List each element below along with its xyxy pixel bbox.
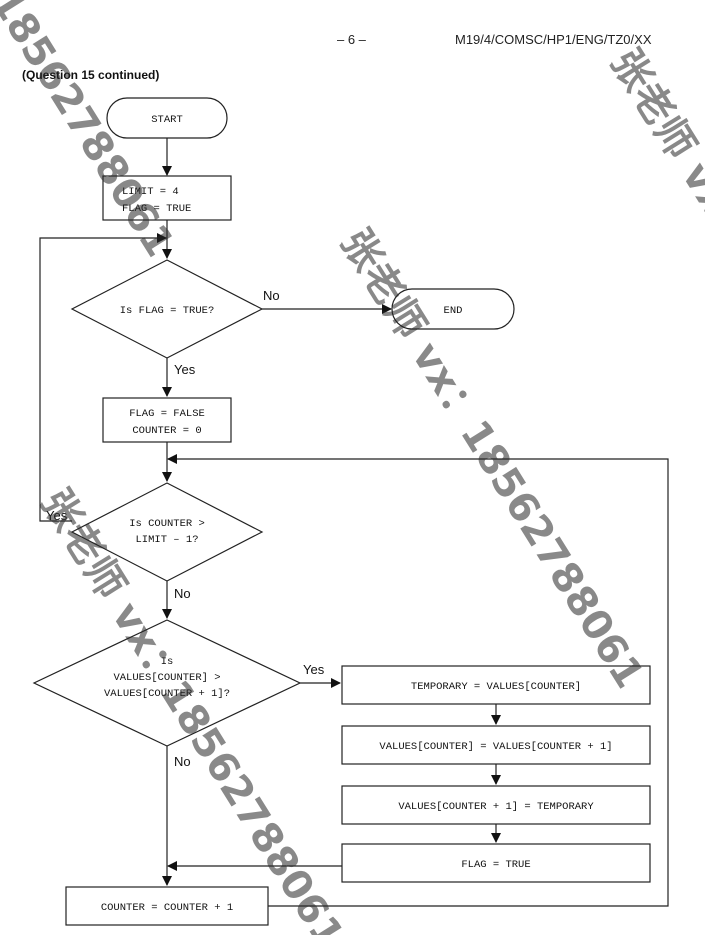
increment-box <box>65 886 269 926</box>
swap-box-3 <box>341 785 651 825</box>
swap-box-2 <box>341 725 651 765</box>
yes-label-1: Yes <box>174 362 196 377</box>
init-box <box>102 175 232 221</box>
increment-label: COUNTER = COUNTER + 1 <box>101 902 233 914</box>
paper-code: M19/4/COMSC/HP1/ENG/TZ0/XX <box>455 32 652 47</box>
no-label-1: No <box>263 288 280 303</box>
set-flag-box <box>341 843 651 883</box>
decision-values-line3: VALUES[COUNTER + 1]? <box>104 688 230 700</box>
decision-values-line2: VALUES[COUNTER] > <box>113 672 220 684</box>
decision-flag-label: Is FLAG = TRUE? <box>120 305 215 317</box>
loop-back-line <box>39 233 167 522</box>
swap3-label: VALUES[COUNTER + 1] = TEMPORARY <box>398 801 594 813</box>
swap2-label: VALUES[COUNTER] = VALUES[COUNTER + 1] <box>379 741 612 753</box>
yes-label-3: Yes <box>303 662 325 677</box>
return-line <box>167 454 669 907</box>
decision-values-line1: Is <box>161 656 174 668</box>
end-label: END <box>444 305 463 317</box>
init-line2: FLAG = TRUE <box>122 203 191 215</box>
decision-counter-line2: LIMIT – 1? <box>135 534 198 546</box>
start-label: START <box>151 114 183 126</box>
decision-counter-line1: Is COUNTER > <box>129 518 205 530</box>
continued-label: (Question 15 continued) <box>22 68 160 82</box>
page-number: – 6 – <box>337 32 366 47</box>
swap-box-1 <box>341 665 651 705</box>
reset-line2: COUNTER = 0 <box>132 425 201 437</box>
reset-line1: FLAG = FALSE <box>129 408 205 420</box>
no-label-2: No <box>174 586 191 601</box>
yes-label-2: Yes <box>46 508 68 523</box>
end-terminal <box>391 288 515 330</box>
watermark-4: 张老师 vx <box>602 41 705 223</box>
no-label-3: No <box>174 754 191 769</box>
set-flag-label: FLAG = TRUE <box>461 859 530 871</box>
swap1-label: TEMPORARY = VALUES[COUNTER] <box>411 681 581 693</box>
init-line1: LIMIT = 4 <box>122 186 179 198</box>
